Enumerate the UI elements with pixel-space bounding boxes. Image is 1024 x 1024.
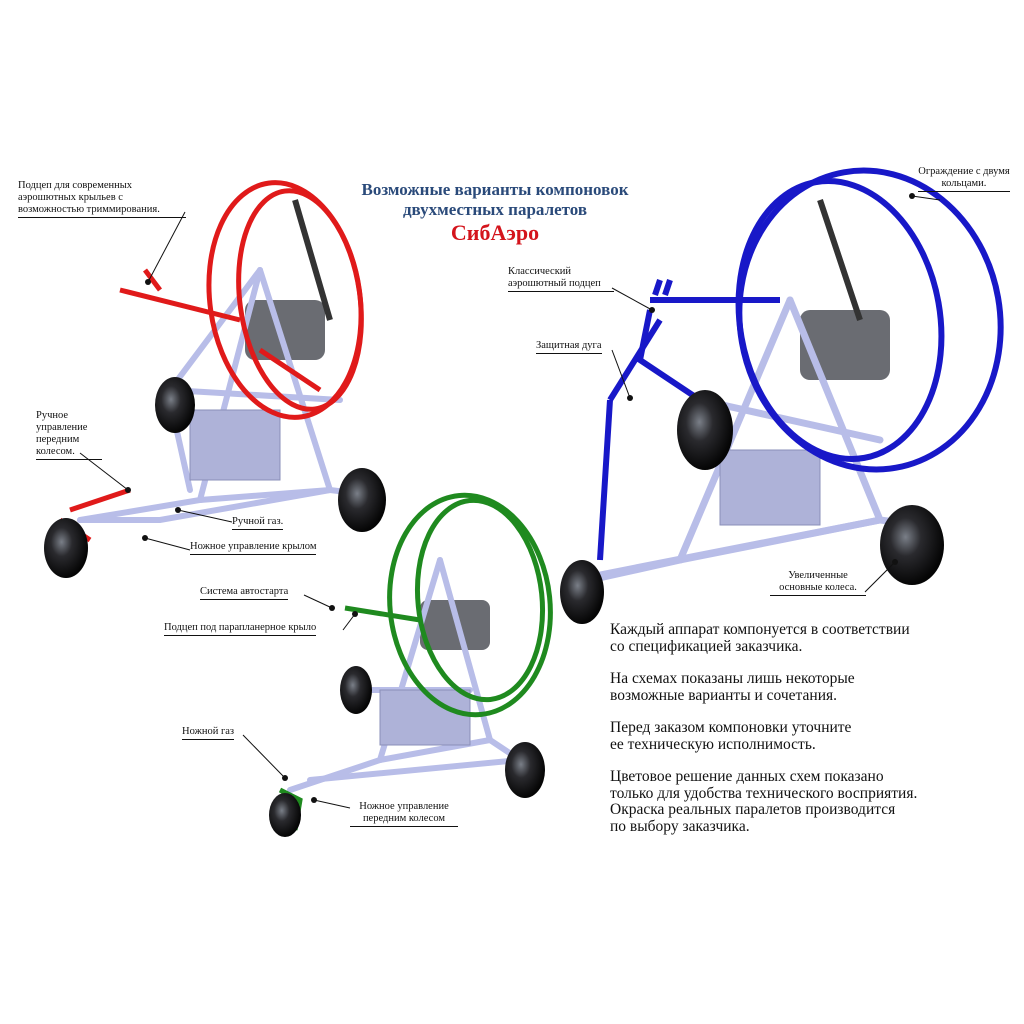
notes-block: Каждый аппарат компонуется в соответстви… [610,621,1010,851]
title-line-2: двухместных паралетов [402,200,588,219]
note-1: Каждый аппарат компонуется в соответстви… [610,621,910,655]
diagram-title: Возможные варианты компоновок двухместны… [330,180,660,246]
label-green-autostart: Система автостарта [200,586,289,600]
blue-paratrike [560,167,1004,624]
label-green-para-hook: Подцеп под парапланерное крыло [164,622,317,636]
label-red-foot-wing: Ножное управление крылом [190,541,317,555]
title-line-1: Возможные варианты компоновок [361,180,629,199]
label-green-foot-throttle: Ножной газ [182,726,235,740]
note-4: Цветовое решение данных схем показано то… [610,768,918,835]
label-blue-guard: Ограждение с двумя кольцами. [918,166,1010,192]
green-paratrike [269,492,553,837]
note-3: Перед заказом компоновки уточните ее тех… [610,719,852,753]
note-2: На схемах показаны лишь некоторые возмож… [610,670,855,704]
brand-name: СибАэро [450,220,540,245]
label-blue-wheels: Увеличенные основные колеса. [770,570,866,596]
red-paratrike [44,180,386,578]
label-blue-classic-hook: Классический аэрошютный подцеп [508,266,614,292]
label-red-hand-steer: Ручное управление передним колесом. [36,410,102,460]
label-red-hand-throttle: Ручной газ. [232,516,284,530]
label-green-foot-steer: Ножное управление передним колесом [350,801,458,827]
label-blue-rollbar: Защитная дуга [536,340,602,354]
label-red-hook: Подцеп для современных аэрошютных крылье… [18,180,186,218]
